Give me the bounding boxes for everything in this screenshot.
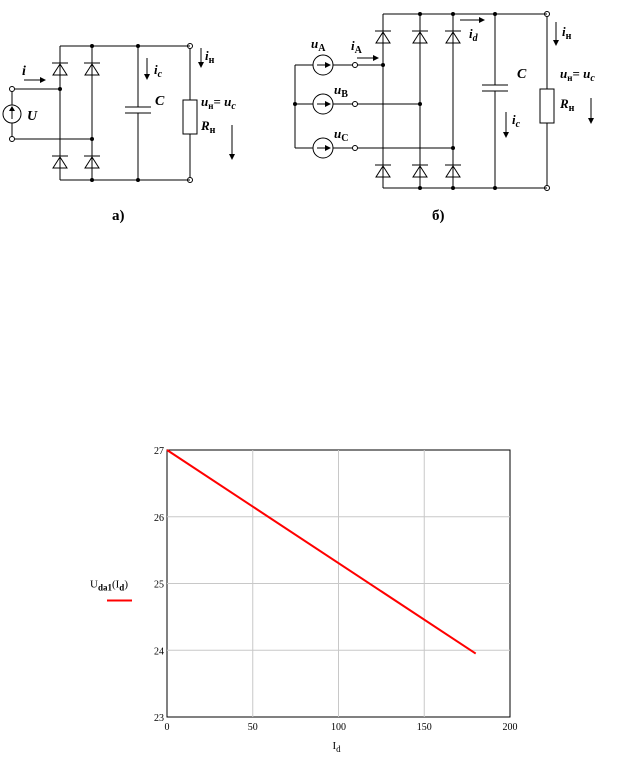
x-tick-label: 200	[503, 722, 518, 733]
diode-icon	[52, 62, 68, 76]
x-tick-label: 100	[331, 722, 346, 733]
y-tick-label: 24	[154, 646, 164, 657]
voltage-source-icon	[312, 54, 334, 76]
y-tick-label: 23	[154, 713, 164, 724]
diode-icon	[412, 164, 428, 178]
label-u-load: uн= uc	[201, 94, 236, 112]
voltage-source-icon	[312, 137, 334, 159]
caption-b: б)	[432, 208, 445, 224]
resistor-icon	[539, 88, 555, 124]
diagram-a-single-phase-bridge: i U ic C iн uн= uc R	[2, 43, 236, 183]
label-i-load-b: iн	[562, 24, 572, 42]
capacitor-icon	[125, 44, 151, 182]
label-capacitor-C: C	[155, 94, 165, 109]
series-line	[166, 449, 477, 655]
diode-icon	[412, 30, 428, 44]
diode-icon	[84, 155, 100, 169]
y-tick-label: 26	[154, 513, 164, 524]
y-tick-label: 27	[154, 446, 164, 457]
label-R-load-b: Rн	[559, 96, 575, 114]
label-uC: uC	[334, 126, 348, 144]
label-i-input: i	[22, 64, 26, 79]
diode-icon	[445, 30, 461, 44]
label-i-load: iн	[205, 48, 215, 66]
y-tick-label: 25	[154, 580, 164, 591]
x-tick-label: 0	[165, 722, 170, 733]
label-u-load-b: uн= uc	[560, 66, 595, 84]
diode-icon	[84, 62, 100, 76]
label-ic-b: ic	[512, 112, 521, 130]
label-uB: uB	[334, 82, 348, 100]
label-uA: uA	[311, 36, 326, 54]
label-ic: ic	[154, 62, 163, 80]
x-tick-label: 150	[417, 722, 432, 733]
voltage-source-icon	[312, 93, 334, 115]
diode-icon	[52, 155, 68, 169]
label-R-load: Rн	[200, 118, 216, 136]
x-axis-label: Id	[333, 740, 342, 754]
diagram-b-three-phase-bridge: uA uB uC iA id C ic iн	[293, 11, 595, 191]
label-source-U: U	[27, 109, 38, 124]
diode-icon	[375, 164, 391, 178]
diode-icon	[375, 30, 391, 44]
label-id: id	[469, 26, 479, 44]
y-axis-label: Uda1(Id)	[90, 579, 128, 593]
x-tick-label: 50	[248, 722, 258, 733]
diode-icon	[445, 164, 461, 178]
label-capacitor-C-b: C	[517, 67, 527, 82]
caption-a: а)	[112, 208, 125, 224]
capacitor-icon	[482, 12, 508, 190]
label-iA: iA	[351, 38, 363, 56]
resistor-icon	[182, 99, 198, 135]
